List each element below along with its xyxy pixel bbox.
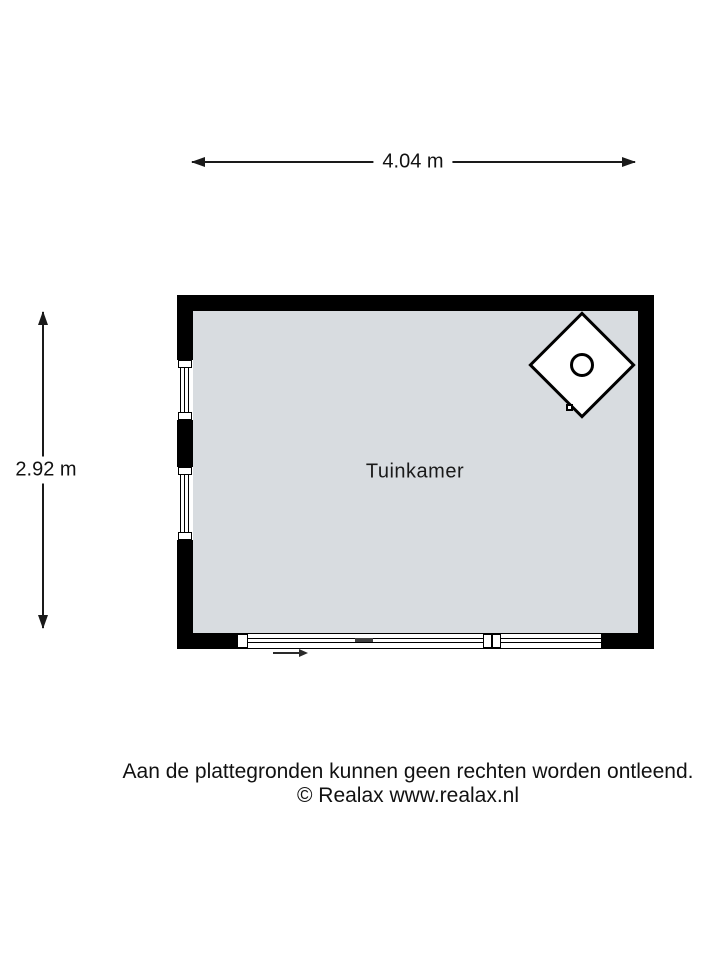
arrow-right-icon: [622, 157, 636, 167]
window-glass: [180, 475, 189, 532]
door-frame-divider: [483, 634, 492, 648]
window-glass-line: [501, 642, 601, 643]
sliding-panel-marker: [355, 638, 373, 642]
room-tuinkamer: Tuinkamer: [177, 295, 654, 649]
window-frame-cap: [178, 467, 192, 475]
window-left-lower: [177, 467, 193, 540]
window-glass-line: [501, 638, 601, 639]
arrow-up-icon: [38, 311, 48, 325]
door-track-line: [237, 642, 501, 643]
room-label: Tuinkamer: [365, 460, 465, 483]
arrow-down-icon: [38, 615, 48, 629]
stove-flue-circle-icon: [565, 348, 599, 382]
disclaimer-text: Aan de plattegronden kunnen geen rechten…: [122, 760, 694, 783]
dimension-height-label: 2.92 m: [10, 456, 82, 484]
window-left-upper: [177, 360, 193, 420]
arrow-left-icon: [191, 157, 205, 167]
stove-pipe-marker: [566, 404, 573, 411]
window-frame-cap: [178, 412, 192, 420]
window-frame-cap: [178, 360, 192, 368]
sliding-door: [237, 633, 501, 649]
window-frame-cap: [178, 532, 192, 540]
credit-text: © Realax www.realax.nl: [296, 784, 520, 807]
door-frame-cap: [237, 634, 248, 648]
door-frame-divider: [492, 634, 501, 648]
footer: Aan de plattegronden kunnen geen rechten…: [78, 760, 720, 808]
dimension-width-label: 4.04 m: [373, 149, 453, 175]
window-glass: [180, 368, 189, 412]
door-slide-arrow-icon: [273, 649, 308, 657]
window-bottom-right: [501, 633, 601, 649]
